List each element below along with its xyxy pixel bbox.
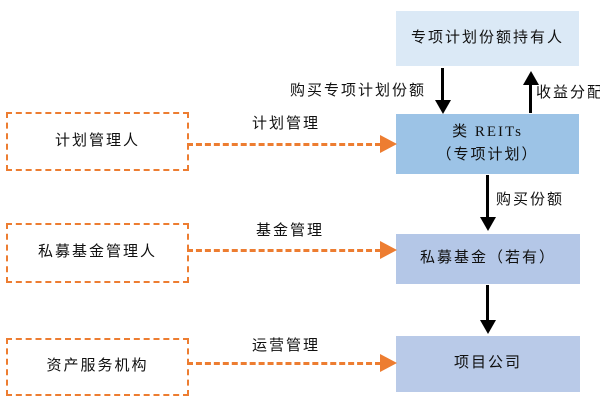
arrow-income-distribution-shaft bbox=[529, 83, 532, 113]
arrow-buy-shares-head-icon bbox=[480, 217, 496, 231]
asset-service-box-label: 资产服务机构 bbox=[46, 358, 149, 375]
plan-management-label: 计划管理 bbox=[252, 116, 321, 132]
fund-manager-box: 私募基金管理人 bbox=[6, 223, 189, 283]
arrow-operation-management-head-icon bbox=[380, 354, 397, 372]
income-distribution-label: 收益分配 bbox=[536, 85, 600, 101]
arrow-income-distribution-head-icon bbox=[523, 71, 539, 85]
project-company-box-label: 项目公司 bbox=[453, 355, 522, 372]
plan-manager-box: 计划管理人 bbox=[6, 112, 189, 171]
project-company-box: 项目公司 bbox=[396, 336, 580, 392]
fund-management-label: 基金管理 bbox=[256, 223, 325, 239]
buy-shares-label: 购买份额 bbox=[496, 192, 565, 208]
arrow-fund-to-company-shaft bbox=[486, 285, 489, 322]
holder-box-label: 专项计划份额持有人 bbox=[410, 29, 564, 46]
private-fund-box-label: 私募基金（若有） bbox=[419, 250, 556, 267]
arrow-buy-shares-shaft bbox=[486, 175, 489, 219]
arrow-buy-plan-shares-shaft bbox=[441, 68, 444, 103]
arrow-plan-management-line bbox=[187, 143, 381, 146]
reits-box: 类 REITs （专项计划） bbox=[396, 114, 579, 174]
holder-box: 专项计划份额持有人 bbox=[396, 11, 579, 66]
arrow-fund-to-company-head-icon bbox=[480, 320, 496, 334]
fund-manager-box-label: 私募基金管理人 bbox=[37, 244, 157, 261]
arrow-fund-management-head-icon bbox=[380, 241, 397, 259]
asset-service-box: 资产服务机构 bbox=[6, 338, 189, 396]
private-fund-box: 私募基金（若有） bbox=[396, 234, 580, 284]
reits-box-label-line2: （专项计划） bbox=[436, 147, 539, 163]
reits-box-label-line1: 类 REITs bbox=[452, 123, 523, 140]
arrow-fund-management-line bbox=[187, 249, 381, 252]
buy-plan-shares-label: 购买专项计划份额 bbox=[290, 83, 427, 99]
plan-manager-box-label: 计划管理人 bbox=[54, 132, 140, 149]
arrow-operation-management-line bbox=[187, 362, 381, 365]
operation-management-label: 运营管理 bbox=[252, 338, 321, 354]
arrow-buy-plan-shares-head-icon bbox=[435, 100, 451, 114]
arrow-plan-management-head-icon bbox=[380, 135, 397, 153]
